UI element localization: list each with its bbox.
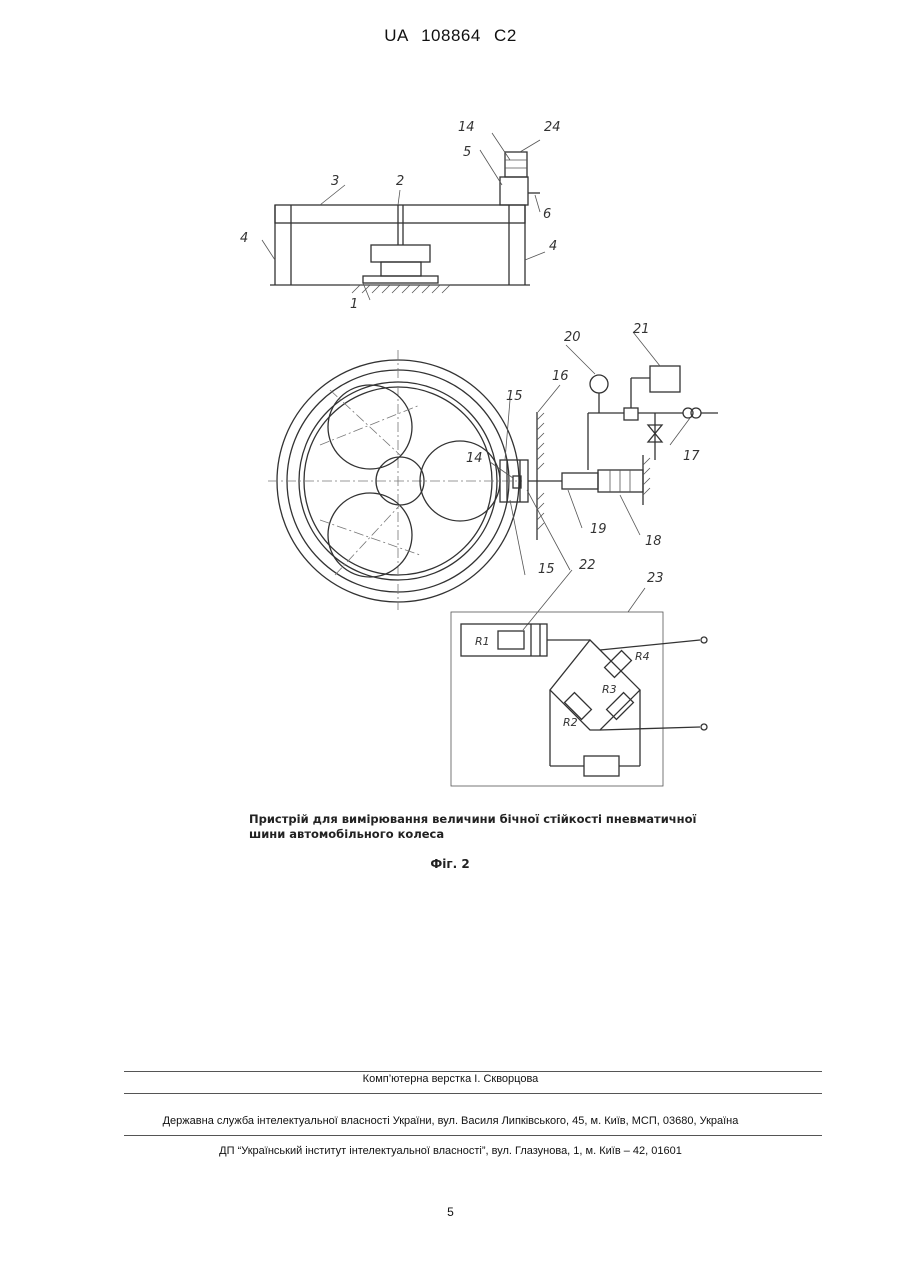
- label-2: 2: [396, 174, 404, 189]
- label-21: 21: [633, 322, 650, 337]
- caption-line-2: шини автомобільного колеса: [249, 827, 709, 842]
- footer-divider-2: [124, 1093, 822, 1094]
- agency-address: Державна служба інтелектуальної власност…: [0, 1115, 901, 1127]
- footer-divider-1: [124, 1071, 822, 1072]
- label-16: 16: [552, 369, 569, 384]
- page-number: 5: [0, 1205, 901, 1219]
- label-15-bottom: 15: [538, 562, 555, 577]
- patent-number-header: UA 108864 C2: [0, 26, 901, 46]
- label-r4: R4: [635, 650, 650, 663]
- label-r2: R2: [563, 716, 578, 729]
- label-r1: R1: [475, 635, 490, 648]
- label-3: 3: [331, 174, 339, 189]
- frame-assembly: [262, 133, 545, 300]
- label-24: 24: [544, 120, 561, 135]
- label-23: 23: [647, 571, 664, 586]
- label-18: 18: [645, 534, 662, 549]
- label-17: 17: [683, 449, 700, 464]
- label-4-right: 4: [549, 239, 557, 254]
- measuring-circuit: [451, 570, 707, 786]
- figure-label: Фіг. 2: [400, 857, 500, 871]
- label-r3: R3: [602, 683, 617, 696]
- label-14-top: 14: [458, 120, 475, 135]
- label-5: 5: [463, 145, 471, 160]
- label-22: 22: [579, 558, 596, 573]
- label-6: 6: [543, 207, 551, 222]
- label-14-wheel: 14: [466, 451, 483, 466]
- figure-caption: Пристрій для вимірювання величини бічної…: [249, 812, 709, 842]
- composer-credit: Комп’ютерна верстка І. Скворцова: [0, 1073, 901, 1085]
- footer-divider-3: [124, 1135, 822, 1136]
- label-19: 19: [590, 522, 607, 537]
- label-4-left: 4: [240, 231, 248, 246]
- technical-drawing: 14 24 5 6 3 2 4 4 1: [225, 105, 730, 795]
- institute-address: ДП “Український інститут інтелектуальної…: [0, 1145, 901, 1157]
- wheel-assembly: [268, 332, 718, 610]
- label-15-top: 15: [506, 389, 523, 404]
- label-1: 1: [350, 297, 358, 312]
- label-20: 20: [564, 330, 581, 345]
- caption-line-1: Пристрій для вимірювання величини бічної…: [249, 812, 709, 827]
